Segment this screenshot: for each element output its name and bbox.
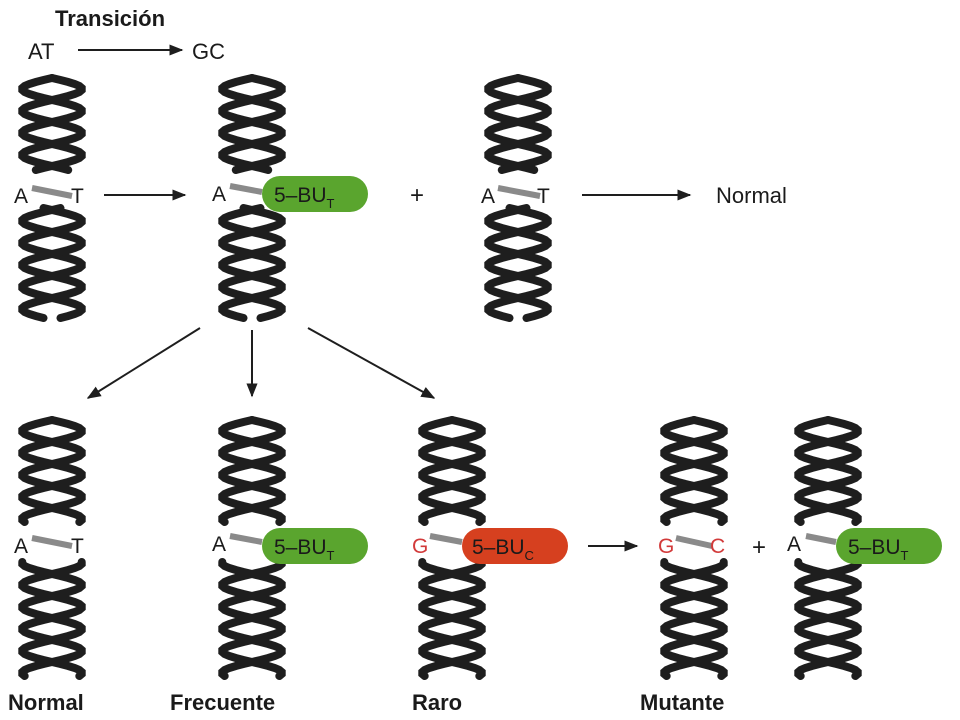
base-pair-rung: [229, 533, 263, 545]
top-helix1-right-base: T: [71, 185, 84, 208]
helix-layer: [18, 74, 862, 680]
helix-strand: [484, 74, 552, 174]
helix-strand: [218, 416, 286, 526]
dna-helix-icon: [18, 416, 86, 680]
helix-strand: [18, 204, 86, 322]
bottom-normal-left-base: A: [14, 535, 28, 558]
top-analog-badge: 5–BUT: [262, 176, 368, 212]
helix-strand: [18, 416, 86, 526]
top-result: Normal: [716, 183, 787, 208]
top-helix1-left-base: A: [14, 185, 28, 208]
base-pair-rung: [675, 535, 713, 549]
base-pair-rung: [497, 185, 541, 199]
branch-arrow-normal-icon: [86, 327, 201, 399]
helix-strand: [218, 558, 286, 680]
dna-helix-icon: [218, 74, 286, 322]
bottom-frequent-left-base: A: [212, 533, 226, 556]
base-pair-rung: [429, 533, 463, 545]
top-plus: +: [410, 182, 424, 209]
top-helix3-right-base: T: [537, 185, 550, 208]
helix-strand: [418, 558, 486, 680]
bottom-rare-left-base: G: [412, 535, 428, 558]
helix-strand: [418, 416, 486, 526]
analog-pill: [262, 176, 368, 212]
mutant-analog-badge: 5–BUT: [836, 528, 942, 564]
helix-strand: [218, 74, 286, 174]
frequent-analog-label: 5–BUT: [274, 536, 335, 563]
transition-from: AT: [28, 39, 54, 64]
helix-strand: [660, 558, 728, 680]
top-analog-label: 5–BUT: [274, 184, 335, 211]
helix-strand: [218, 416, 286, 526]
helix-strand: [794, 558, 862, 680]
helix-strand: [484, 204, 552, 322]
top-helix2-left-base: A: [212, 183, 226, 206]
dna-helix-icon: [660, 416, 728, 680]
dna-helix-icon: [18, 74, 86, 322]
helix-strand: [660, 416, 728, 526]
transition-to: GC: [192, 39, 225, 64]
base-pair-rung: [31, 185, 73, 199]
helix-strand: [794, 416, 862, 526]
dna-helix-icon: [484, 74, 552, 322]
base-pair-rung: [805, 533, 837, 545]
helix-strand: [18, 558, 86, 680]
mutant-analog-left-base: A: [787, 533, 801, 556]
analog-pill: [836, 528, 942, 564]
frequent-analog-badge: 5–BUT: [262, 528, 368, 564]
bottom-normal-right-base: T: [71, 535, 84, 558]
analog-pill: [262, 528, 368, 564]
helix-strand: [794, 416, 862, 526]
helix-strand: [18, 74, 86, 174]
dna-helix-icon: [418, 416, 486, 680]
mutant-right-base: C: [710, 535, 725, 558]
page-title: Transición: [55, 6, 165, 31]
helix-strand: [18, 416, 86, 526]
rare-analog-label: 5–BUC: [472, 536, 534, 563]
helix-strand: [218, 204, 286, 322]
mutant-analog-label: 5–BUT: [848, 536, 909, 563]
dna-helix-icon: [218, 416, 286, 680]
helix-strand: [418, 416, 486, 526]
caption-frequent: Frecuente: [170, 690, 275, 715]
caption-normal: Normal: [8, 690, 84, 715]
dna-helix-icon: [794, 416, 862, 680]
branch-arrow-rare-icon: [307, 327, 436, 399]
caption-rare: Raro: [412, 690, 462, 715]
caption-mutant: Mutante: [640, 690, 724, 715]
base-pair-rung: [31, 535, 73, 549]
bottom-plus: +: [752, 534, 766, 561]
helix-strand: [660, 416, 728, 526]
top-helix3-left-base: A: [481, 185, 495, 208]
base-pair-rung: [229, 183, 263, 195]
mutant-left-base: G: [658, 535, 674, 558]
analog-pill: [462, 528, 568, 564]
rare-analog-badge: 5–BUC: [462, 528, 568, 564]
base-pair-layer: [31, 183, 837, 549]
